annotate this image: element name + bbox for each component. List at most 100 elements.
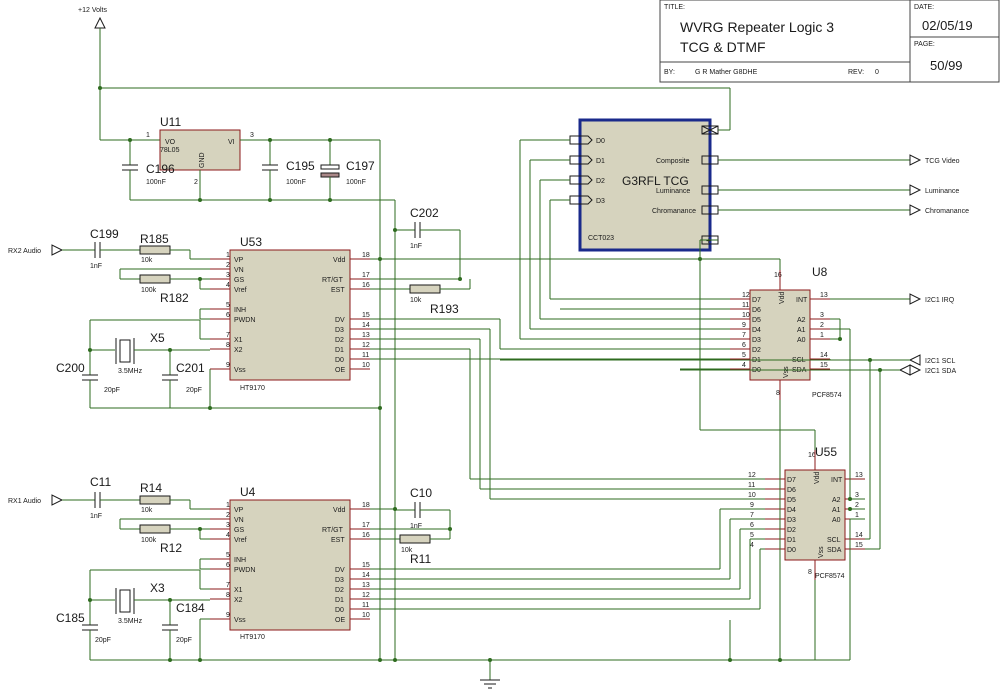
regulator-pin3: 3 [250, 132, 254, 139]
pin-num: 14 [362, 572, 370, 579]
decoder-top-ref: U53 [240, 235, 262, 249]
pin-label: PWDN [234, 567, 255, 574]
pin-num: 13 [855, 472, 863, 479]
supply-capacitors: C196 100nF C195 100nF C197 100nF [122, 138, 395, 202]
r11-ref: R11 [410, 552, 431, 566]
pin-num: 5 [742, 352, 746, 359]
pin-num: 10 [362, 612, 370, 619]
c11-value: 1nF [90, 513, 102, 520]
u4-crystal-network: X3 3.5MHz C185 20pF C184 20pF [56, 569, 210, 660]
pin-num: 5 [226, 552, 230, 559]
tcg-name: G3RFL TCG [622, 174, 689, 188]
r182-ref: R182 [160, 291, 189, 305]
pin-num: 14 [855, 532, 863, 539]
expander-bottom-ref: U55 [815, 445, 837, 459]
i2c-irq-label: I2C1 IRQ [925, 297, 955, 304]
vss-label: Vss [818, 546, 825, 558]
pin-label: Vref [234, 287, 247, 294]
pin-num: 13 [362, 332, 370, 339]
pin-label: D3 [335, 577, 344, 584]
c195-ref: C195 [286, 159, 315, 173]
vdd-label: Vdd [814, 471, 821, 484]
tcg-output-luminance: Luminance [656, 188, 690, 195]
pin-label: VN [234, 517, 244, 524]
pin-label: D0 [335, 607, 344, 614]
pin-num: 5 [226, 302, 230, 309]
c10-value: 1nF [410, 523, 422, 530]
pin-label: D3 [752, 337, 761, 344]
vdd-pin: 16 [808, 452, 816, 459]
pin-num: 14 [820, 352, 828, 359]
rev-caption: REV: [848, 69, 864, 76]
pin-label: VP [234, 257, 244, 264]
c200-ref: C200 [56, 361, 85, 375]
regulator-pin2: 2 [194, 179, 198, 186]
pin-num: 4 [742, 362, 746, 369]
pin-label: D1 [335, 597, 344, 604]
c185-value: 20pF [95, 637, 111, 644]
regulator-pin1: 1 [146, 132, 150, 139]
rx2-audio-label: RX2 Audio [8, 248, 41, 255]
pin-num: 8 [226, 342, 230, 349]
pin-num: 2 [820, 322, 824, 329]
revision: 0 [875, 69, 879, 76]
pin-num: 15 [855, 542, 863, 549]
x5-value: 3.5MHz [118, 368, 143, 375]
pin-num: 1 [820, 332, 824, 339]
u53-rt-network: 10k R193 C202 1nF [370, 206, 700, 316]
pin-label: EST [331, 287, 345, 294]
pin-label: D2 [752, 347, 761, 354]
pin-label: VP [234, 507, 244, 514]
by-caption: BY: [664, 69, 675, 76]
chromanance-label: Chromanance [925, 208, 969, 215]
r193-ref: R193 [430, 302, 459, 316]
pin-num: 12 [362, 592, 370, 599]
drawing-subtitle: TCG & DTMF [680, 39, 766, 55]
pin-label: X2 [234, 597, 243, 604]
supply-label: +12 Volts [78, 7, 107, 14]
pin-num: 9 [742, 322, 746, 329]
pin-num: 5 [750, 532, 754, 539]
pin-label: A0 [797, 337, 806, 344]
r193-value: 10k [410, 297, 422, 304]
x3-ref: X3 [150, 581, 165, 595]
pin-num: 1 [855, 512, 859, 519]
u4-input-network: RX1 Audio C11 1nF R14 10k 100k R12 [8, 475, 210, 570]
pin-label: Vref [234, 537, 247, 544]
pin-label: SDA [827, 547, 842, 554]
pin-num: 7 [750, 512, 754, 519]
vdd-label: Vdd [779, 291, 786, 304]
tcg-output-chromanance: Chromanance [652, 208, 696, 215]
c184-value: 20pF [176, 637, 192, 644]
pin-label: OE [335, 617, 345, 624]
pin-num: 15 [362, 562, 370, 569]
c197-value: 100nF [346, 179, 366, 186]
tcg-input-d0: D0 [596, 138, 605, 145]
tcg-video-label: TCG Video [925, 158, 960, 165]
pin-num: 12 [362, 342, 370, 349]
pin-num: 10 [748, 492, 756, 499]
title-block: TITLE: WVRG Repeater Logic 3 TCG & DTMF … [659, 0, 1000, 83]
pin-label: D1 [335, 347, 344, 354]
pin-label: X1 [234, 337, 243, 344]
pin-num: 6 [750, 522, 754, 529]
c195-value: 100nF [286, 179, 306, 186]
svg-text:+: + [706, 236, 711, 246]
pin-num: 17 [362, 522, 370, 529]
drawing-title: WVRG Repeater Logic 3 [680, 19, 834, 35]
vss-label: Vss [783, 366, 790, 378]
pin-label: OE [335, 367, 345, 374]
pin-num: 11 [362, 602, 369, 609]
pin-label: PWDN [234, 317, 255, 324]
output-port-icon [909, 204, 922, 216]
output-port-icon [909, 293, 922, 305]
c201-value: 20pF [186, 387, 202, 394]
pin-num: 13 [820, 292, 828, 299]
power-supply: +12 Volts [78, 7, 731, 141]
pin-num: 8 [226, 592, 230, 599]
r185-value: 10k [141, 257, 153, 264]
pin-label: VN [234, 267, 244, 274]
